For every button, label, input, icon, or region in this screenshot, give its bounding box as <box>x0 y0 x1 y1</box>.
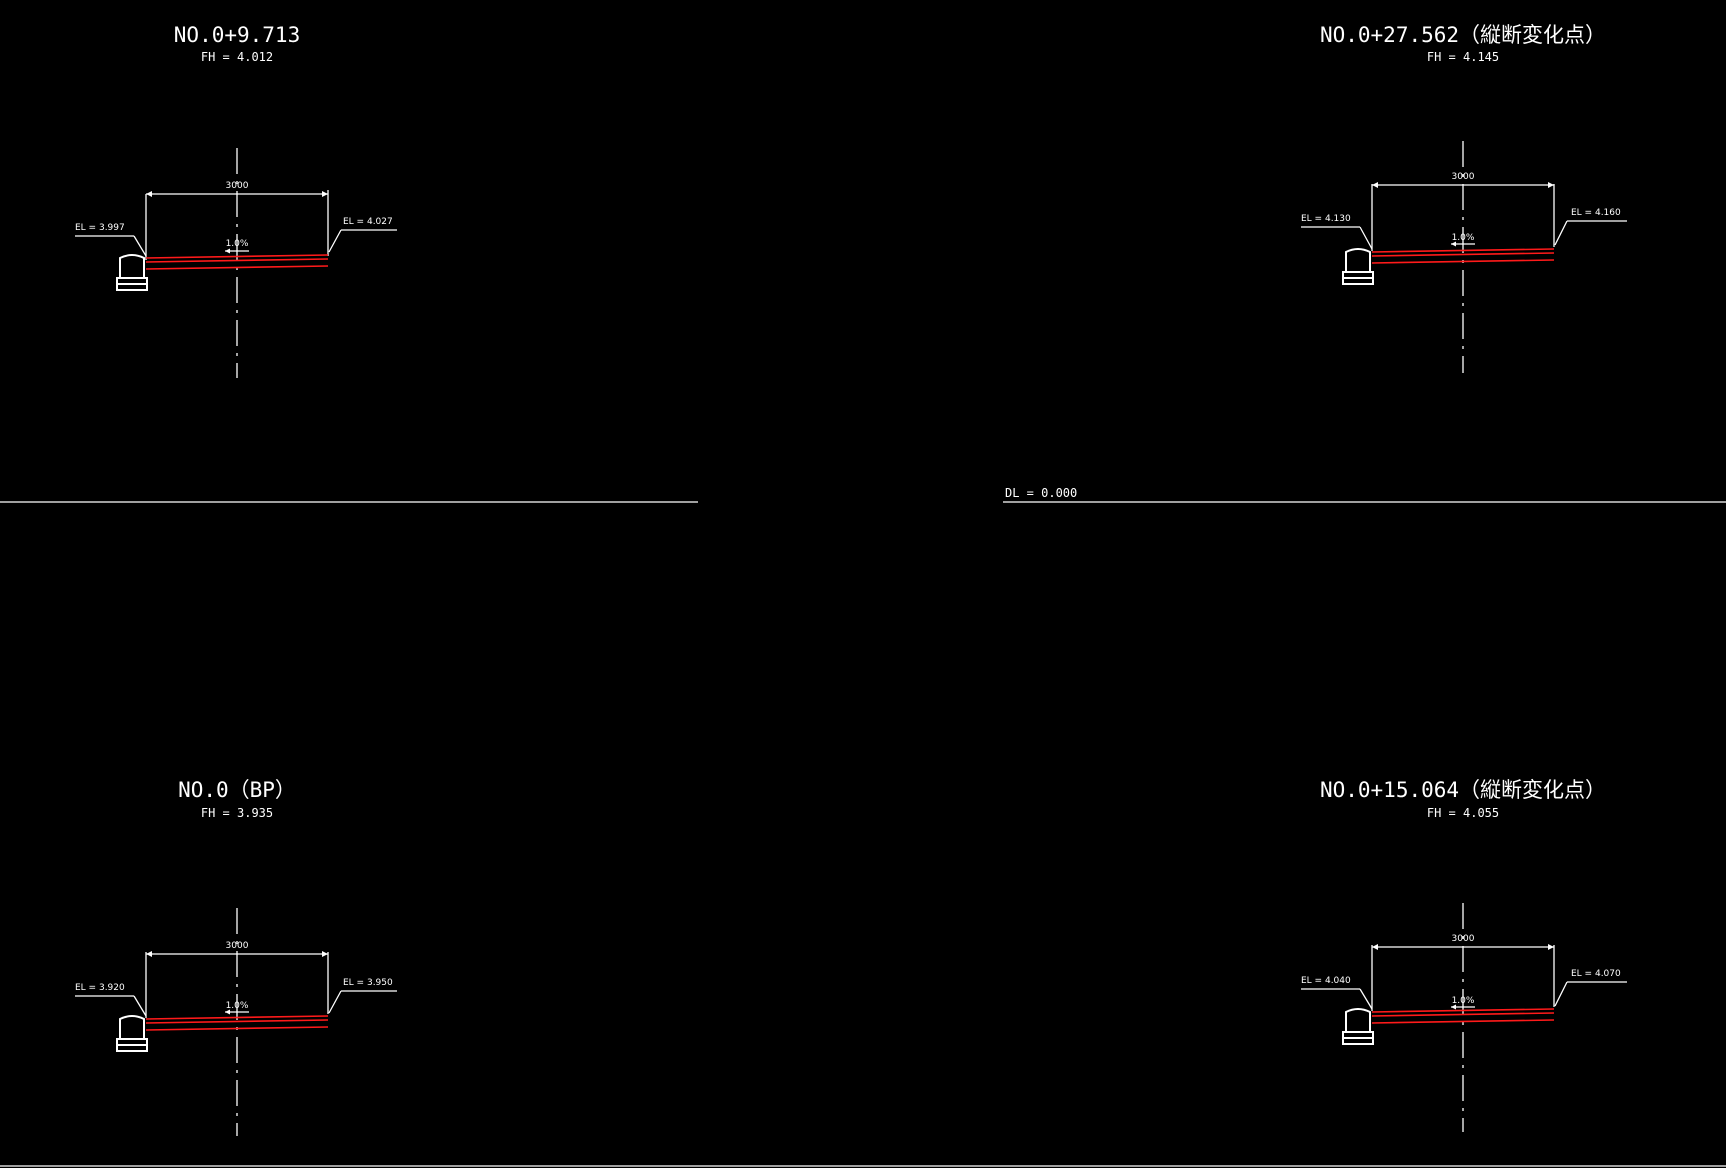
pavement-course <box>145 258 329 263</box>
pavement-base <box>145 265 329 270</box>
el-leader-right <box>328 229 342 253</box>
pavement-base <box>1371 259 1555 264</box>
section-fh: FH = 4.145 <box>1427 50 1499 64</box>
section-title: NO.0（BP） <box>178 778 296 802</box>
slope-arrowhead <box>225 1009 230 1015</box>
el-label-left: EL = 3.920 <box>75 983 125 993</box>
slope-arrowhead <box>1451 1004 1456 1010</box>
el-label-left: EL = 4.130 <box>1301 214 1351 224</box>
slope-label: 1.0% <box>226 239 249 249</box>
width-label: 3000 <box>1452 934 1475 944</box>
el-label-right: EL = 4.160 <box>1571 208 1621 218</box>
el-label-left: EL = 4.040 <box>1301 976 1351 986</box>
side-gutter-block <box>116 254 148 291</box>
width-label: 3000 <box>226 941 249 951</box>
section-title: NO.0+27.562（縦断変化点） <box>1320 23 1606 47</box>
section-title: NO.0+15.064（縦断変化点） <box>1320 778 1606 802</box>
cross-section-no-0-27562[interactable]: NO.0+27.562（縦断変化点） FH = 4.145 3000 1.0% … <box>1301 23 1627 373</box>
section-title: NO.0+9.713 <box>174 23 300 47</box>
el-leader-right <box>1554 220 1568 246</box>
el-leader-right <box>1554 981 1568 1007</box>
datum-label: DL = 0.000 <box>1005 486 1077 500</box>
pavement-course <box>1371 252 1555 257</box>
el-leader-left <box>133 235 147 257</box>
pavement-top <box>145 1015 329 1020</box>
el-leader-left <box>1359 226 1373 250</box>
slope-label: 1.0% <box>226 1001 249 1011</box>
section-fh: FH = 3.935 <box>201 806 273 820</box>
cross-section-no-0-15064[interactable]: NO.0+15.064（縦断変化点） FH = 4.055 3000 1.0% … <box>1301 778 1627 1132</box>
el-label-right: EL = 4.070 <box>1571 969 1621 979</box>
pavement-course <box>145 1019 329 1024</box>
side-gutter-block <box>1342 248 1374 285</box>
slope-label: 1.0% <box>1452 996 1475 1006</box>
section-fh: FH = 4.012 <box>201 50 273 64</box>
el-label-right: EL = 3.950 <box>343 978 393 988</box>
el-label-right: EL = 4.027 <box>343 217 393 227</box>
el-leader-right <box>328 990 342 1014</box>
el-label-left: EL = 3.997 <box>75 223 125 233</box>
pavement-base <box>1371 1019 1555 1024</box>
cross-section-no-0-9713[interactable]: NO.0+9.713 FH = 4.012 3000 1.0% EL = 3.9… <box>75 23 397 378</box>
side-gutter-block <box>116 1015 148 1052</box>
pavement-top <box>145 254 329 259</box>
width-label: 3000 <box>226 181 249 191</box>
pavement-top <box>1371 248 1555 253</box>
pavement-base <box>145 1026 329 1031</box>
slope-arrowhead <box>225 248 230 254</box>
cross-section-no-0-bp[interactable]: NO.0（BP） FH = 3.935 3000 1.0% EL = 3.920 <box>75 778 397 1136</box>
el-leader-left <box>133 995 147 1017</box>
slope-arrowhead <box>1451 241 1456 247</box>
pavement-top <box>1371 1008 1555 1013</box>
side-gutter-block <box>1342 1008 1374 1045</box>
pavement-course <box>1371 1012 1555 1017</box>
width-label: 3000 <box>1452 172 1475 182</box>
section-fh: FH = 4.055 <box>1427 806 1499 820</box>
el-leader-left <box>1359 988 1373 1010</box>
slope-label: 1.0% <box>1452 233 1475 243</box>
